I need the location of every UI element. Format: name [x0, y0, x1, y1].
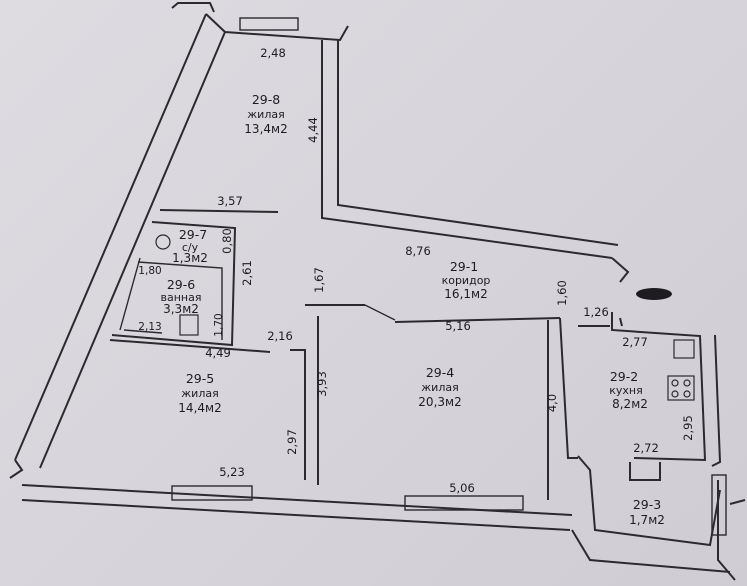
room-29-8-id: 29-8: [252, 92, 280, 107]
room-29-5-type: жилая: [181, 387, 218, 400]
ink-blot: [636, 288, 672, 300]
dim-1-26: 1,26: [583, 305, 609, 319]
dim-4-44: 4,44: [306, 117, 320, 143]
kitchen-sink-icon: [673, 339, 695, 359]
room-29-7-type: с/у: [182, 241, 199, 254]
room-29-4-id: 29-4: [426, 365, 454, 380]
dim-3-57: 3,57: [217, 194, 243, 208]
room-29-8-type: жилая: [247, 108, 284, 121]
room-29-6-id: 29-6: [167, 277, 195, 292]
dim-2-95: 2,95: [681, 415, 695, 441]
room-29-5-id: 29-5: [186, 371, 214, 386]
interior-walls: [109, 209, 661, 500]
dim-5-23: 5,23: [219, 465, 245, 479]
dim-2-61: 2,61: [240, 260, 254, 286]
dim-3-93: 3,93: [315, 371, 329, 397]
dim-2-48: 2,48: [260, 46, 286, 60]
dim-1-70: 1,70: [213, 313, 225, 336]
room-29-3-area: 1,7м2: [629, 513, 665, 527]
room-29-2-type: кухня: [609, 384, 642, 397]
room-29-7-area: 1,3м2: [172, 251, 208, 265]
dim-1-80: 1,80: [138, 265, 161, 277]
room-29-1-area: 16,1м2: [444, 287, 487, 301]
dimension-labels: 2,48 4,44 3,57 0,80 2,61 1,80 2,13 1,70 …: [138, 46, 695, 495]
dim-4-0: 4,0: [545, 394, 559, 412]
dim-1-60: 1,60: [555, 280, 569, 306]
dim-2-77: 2,77: [622, 335, 648, 349]
dim-5-16: 5,16: [445, 319, 471, 333]
room-29-1-id: 29-1: [450, 259, 478, 274]
stove-icon: [667, 375, 695, 401]
bathroom-sink-icon: [179, 314, 199, 336]
room-29-6-area: 3,3м2: [163, 302, 199, 316]
room-29-3-id: 29-3: [633, 497, 661, 512]
room-29-2-id: 29-2: [610, 369, 638, 384]
room-29-4-area: 20,3м2: [418, 395, 461, 409]
dim-2-13: 2,13: [138, 321, 161, 333]
dim-8-76: 8,76: [405, 244, 431, 258]
room-29-1-type: коридор: [442, 274, 491, 287]
dim-2-72: 2,72: [633, 441, 659, 455]
room-29-7-id: 29-7: [179, 227, 207, 242]
toilet-icon: [155, 234, 171, 250]
dim-0-80: 0,80: [220, 228, 234, 254]
dim-2-97: 2,97: [285, 429, 299, 455]
dim-1-67: 1,67: [312, 267, 326, 293]
windows: [171, 17, 727, 536]
room-labels: 29-8 жилая 13,4м2 29-7 с/у 1,3м2 29-6 ва…: [161, 92, 665, 527]
dim-5-06: 5,06: [449, 481, 475, 495]
fixtures: [155, 234, 695, 401]
dim-2-16: 2,16: [267, 329, 293, 343]
room-29-2-area: 8,2м2: [612, 397, 648, 411]
room-29-4-type: жилая: [421, 381, 458, 394]
outer-walls: [9, 2, 746, 581]
room-29-8-area: 13,4м2: [244, 122, 287, 136]
room-29-5-area: 14,4м2: [178, 401, 221, 415]
room-29-6-type: ванная: [161, 291, 202, 304]
dim-4-49: 4,49: [205, 346, 231, 360]
